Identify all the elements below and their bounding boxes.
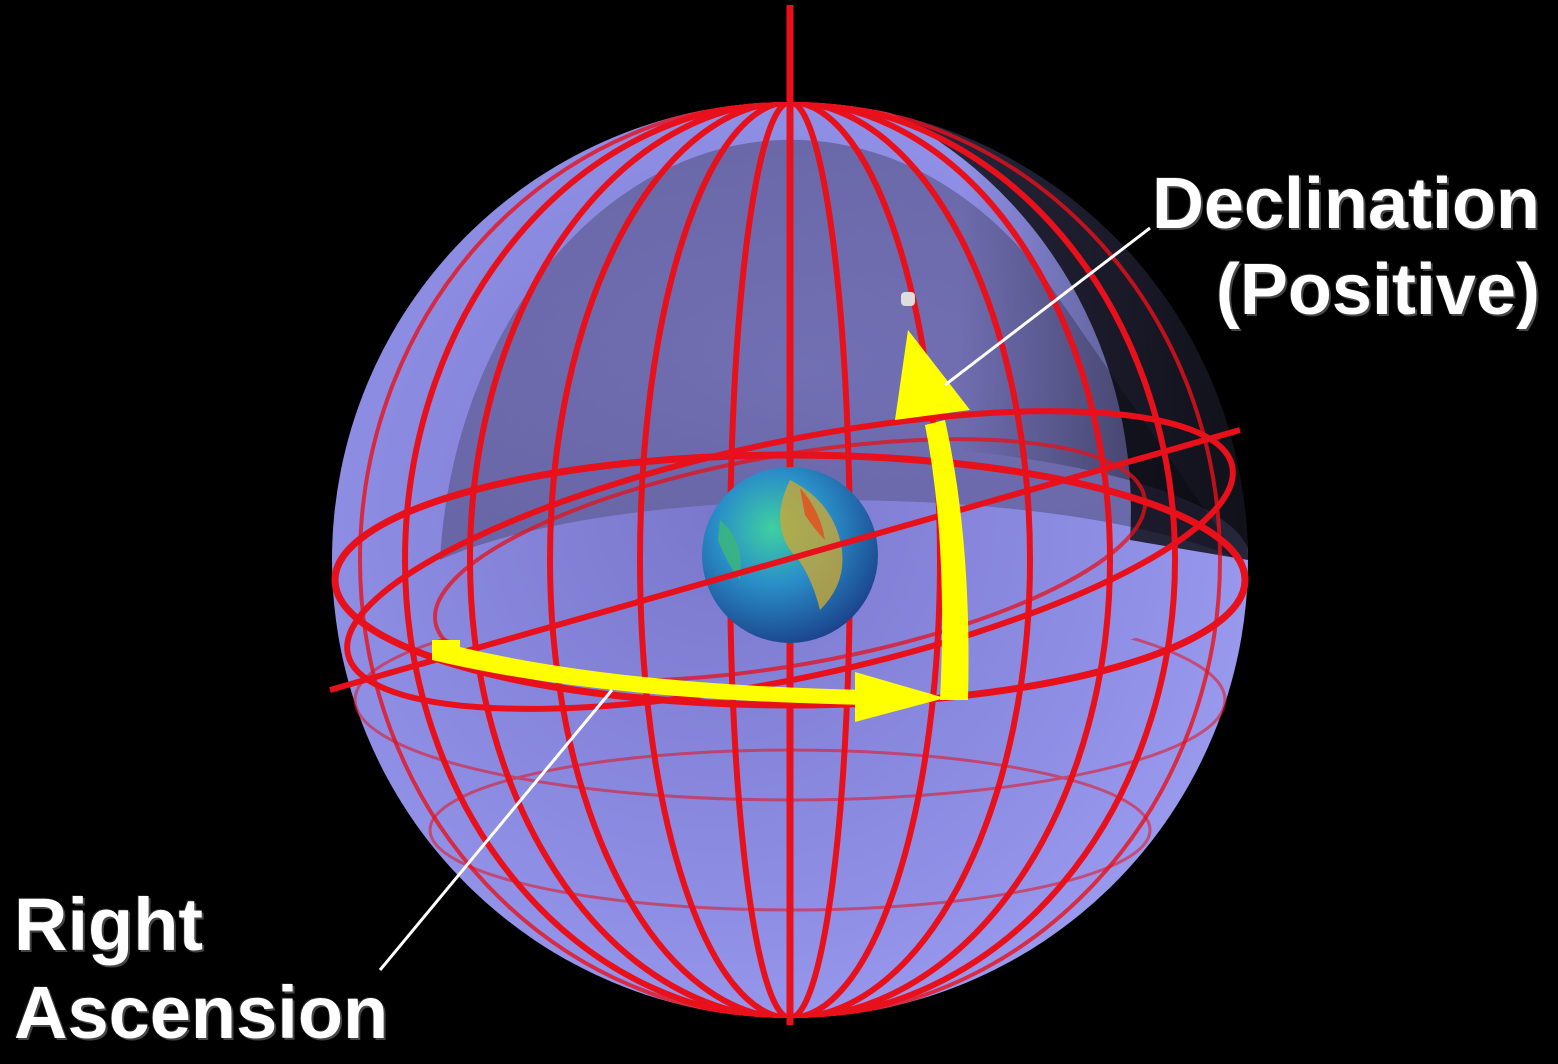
declination-label-line1: Declination <box>1152 168 1540 240</box>
declination-label-line2: (Positive) <box>1152 254 1540 326</box>
star-point <box>901 292 915 306</box>
right-ascension-label-line2: Ascension <box>14 976 388 1050</box>
right-ascension-label: Right Ascension <box>14 888 388 1064</box>
celestial-sphere-diagram <box>0 0 1558 1037</box>
declination-label: Declination (Positive) <box>1152 168 1540 340</box>
right-ascension-label-line1: Right <box>14 888 388 962</box>
earth <box>702 467 878 643</box>
